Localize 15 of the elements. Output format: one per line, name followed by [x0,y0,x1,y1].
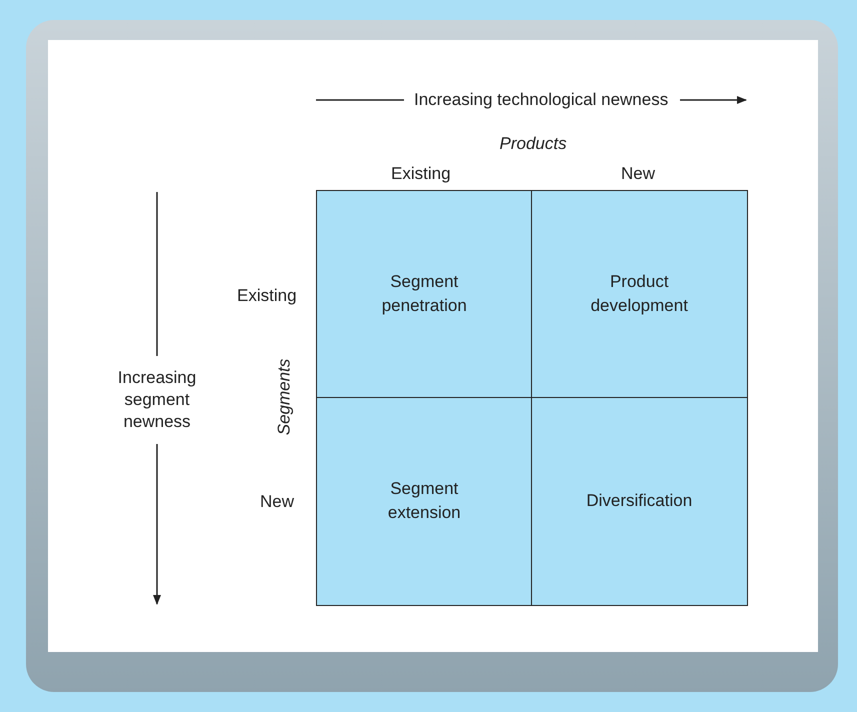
column-header: Existing [391,163,451,185]
axis-heading: Products [500,133,567,155]
cell-label: Product development [590,271,689,318]
row-header: New [260,491,294,513]
axis-title: Increasing segment newness [116,367,198,433]
matrix-cell [531,397,748,606]
matrix-cell [316,397,532,606]
column-header: New [621,163,656,185]
matrix-cell [316,190,532,398]
cell-label: Diversification [585,490,694,512]
cell-label: Segment penetration [380,271,468,318]
matrix-cell [531,190,748,398]
axis-heading: Segments [272,358,294,436]
cell-label: Segment extension [386,478,462,524]
row-header: Existing [237,285,297,307]
